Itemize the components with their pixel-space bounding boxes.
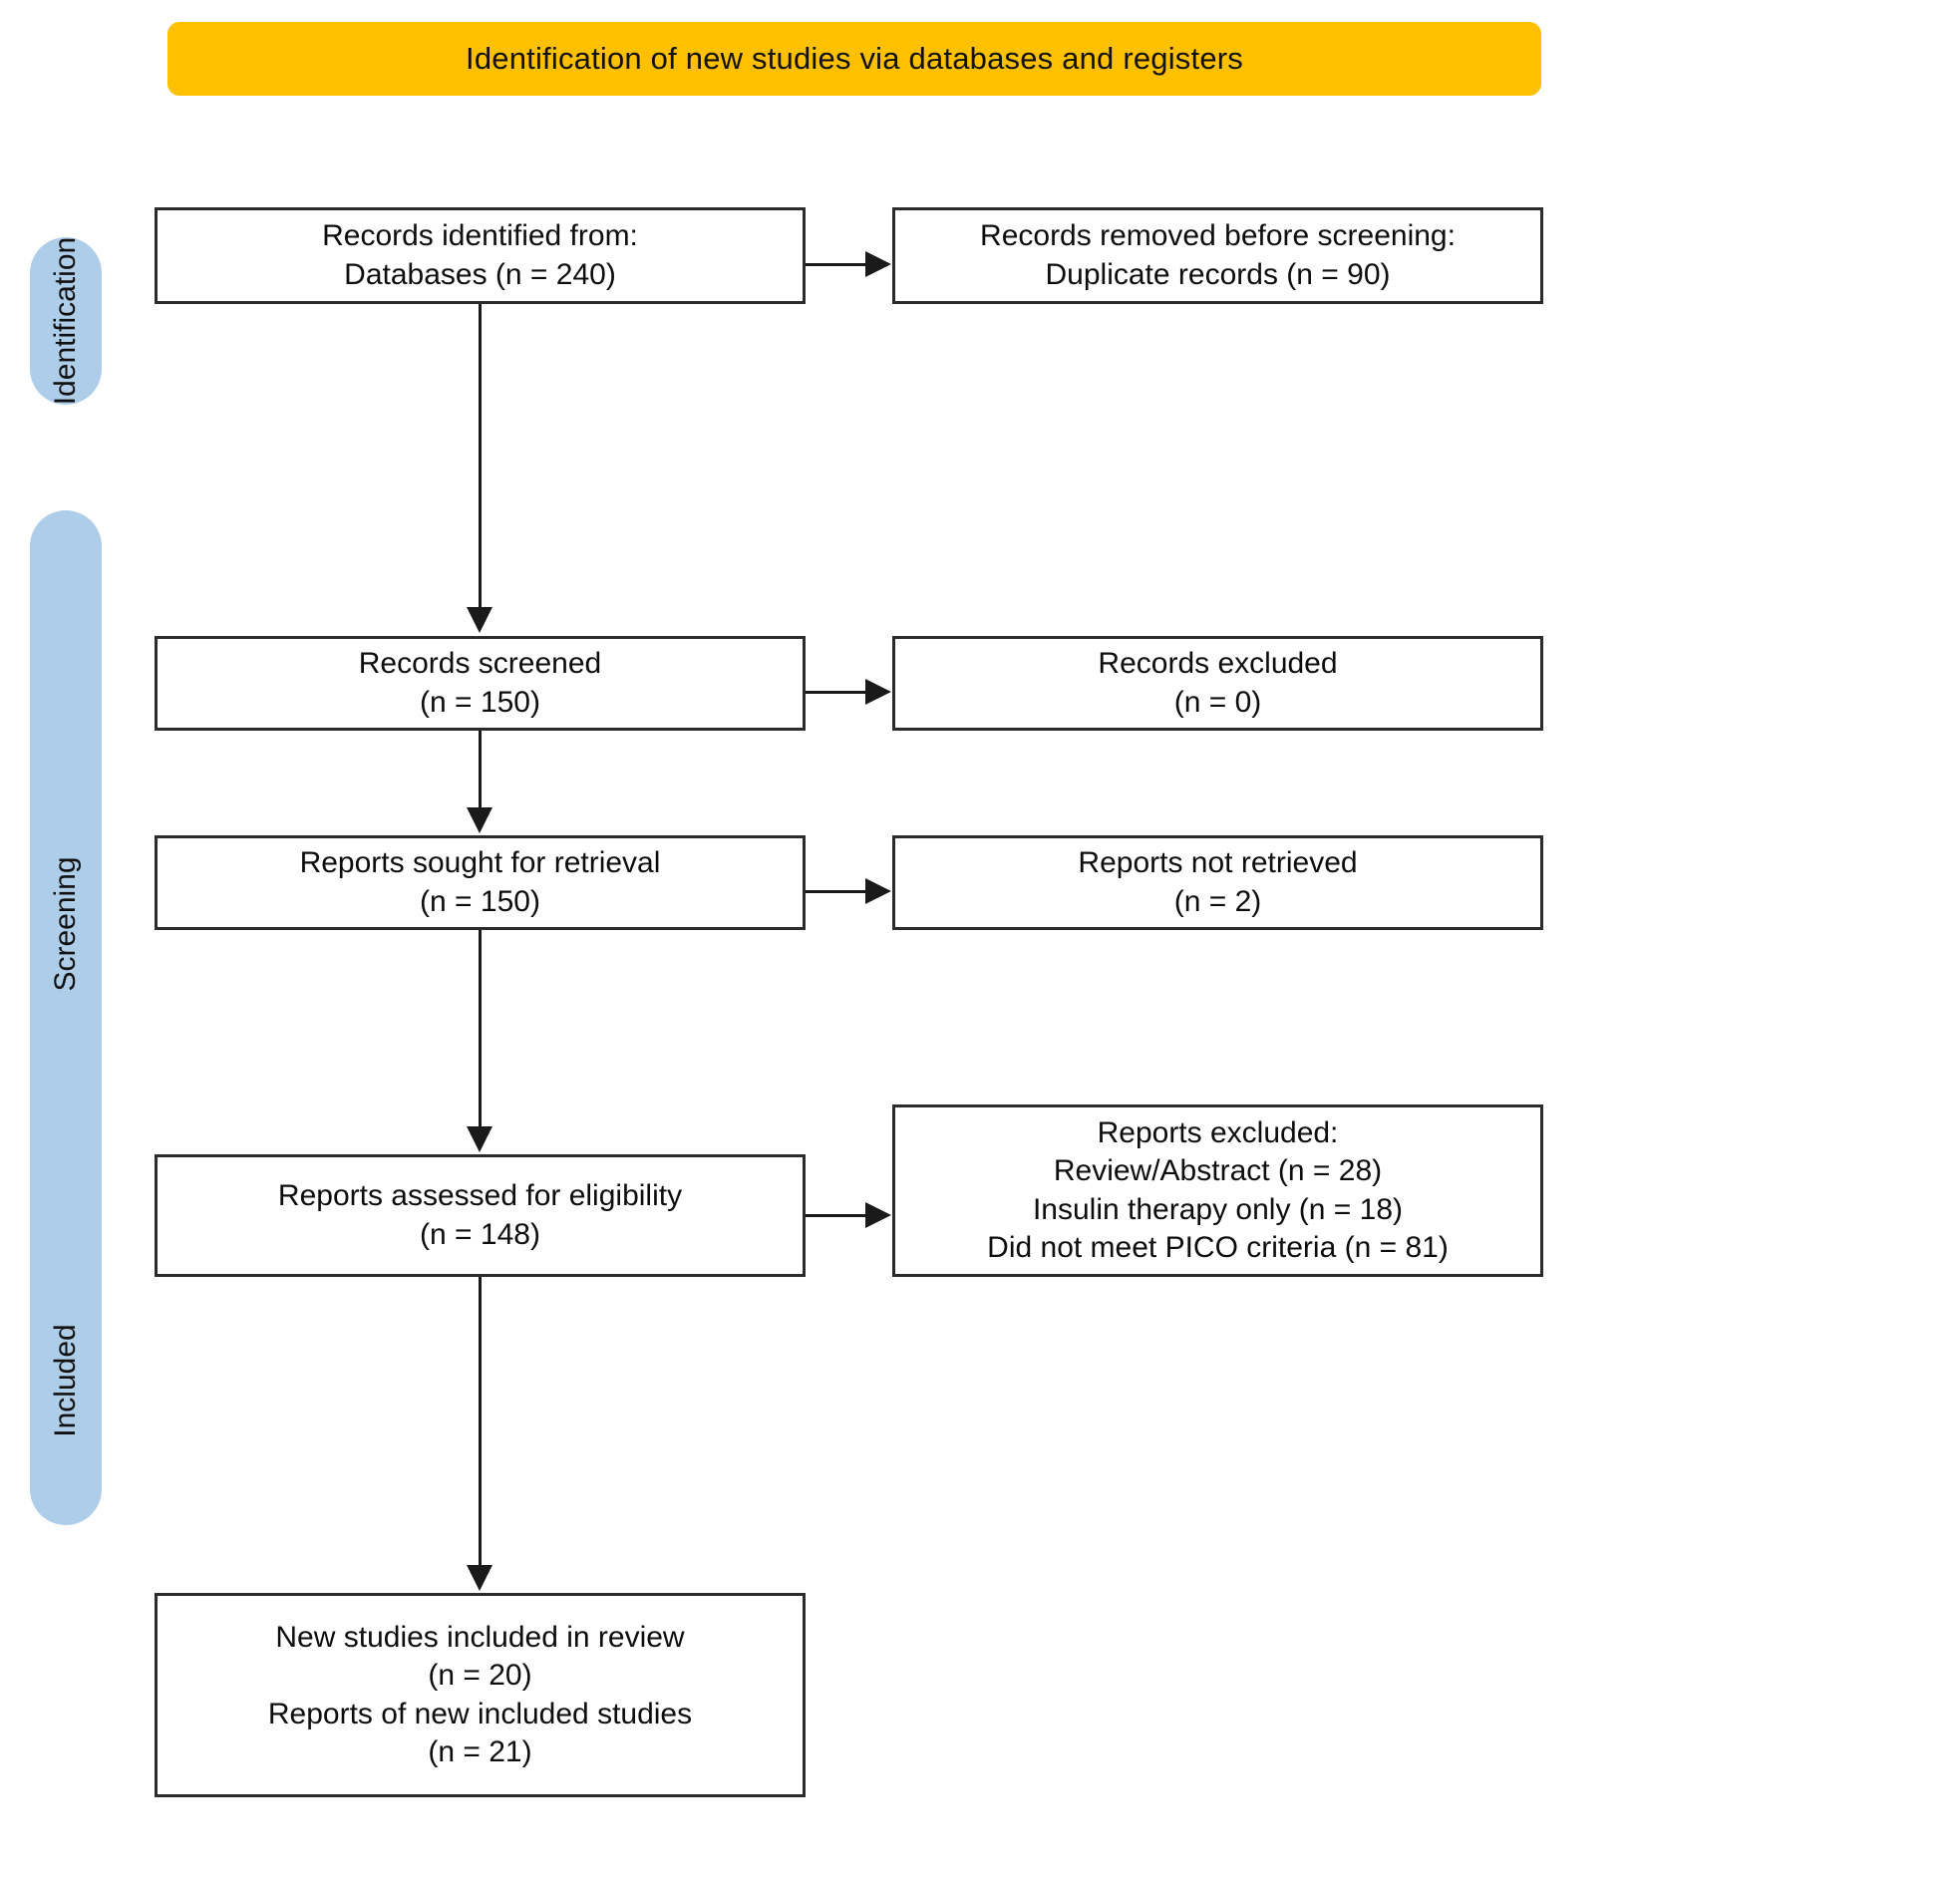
edge-assessed-to-reports-excluded (806, 1214, 867, 1217)
edge-identified-to-screened (479, 304, 482, 609)
node-line-2: (n = 20) (428, 1659, 532, 1693)
node-reports-excluded: Reports excluded: Review/Abstract (n = 2… (892, 1104, 1543, 1277)
node-line-2: Review/Abstract (n = 28) (1053, 1154, 1383, 1188)
node-records-removed: Records removed before screening: Duplic… (892, 207, 1543, 304)
node-reports-assessed: Reports assessed for eligibility (n = 14… (155, 1154, 806, 1277)
node-line-3: Insulin therapy only (n = 18) (1032, 1192, 1404, 1226)
node-line-1: Reports sought for retrieval (299, 846, 661, 880)
node-line-1: Records excluded (1098, 647, 1338, 681)
node-line-2: (n = 2) (1173, 884, 1262, 918)
edge-sought-to-assessed (479, 930, 482, 1128)
edge-assessed-to-included (479, 1277, 482, 1567)
arrowhead-down-screened (467, 607, 492, 633)
node-records-identified: Records identified from: Databases (n = … (155, 207, 806, 304)
node-line-2: Duplicate records (n = 90) (1045, 257, 1391, 291)
arrowhead-down-included (467, 1565, 492, 1591)
node-reports-not-retrieved: Reports not retrieved (n = 2) (892, 835, 1543, 930)
stage-pill-included: Included (30, 1236, 102, 1525)
edge-screened-to-sought (479, 731, 482, 809)
arrowhead-down-assessed (467, 1126, 492, 1152)
stage-label-identification: Identification (49, 236, 82, 406)
edge-identified-to-removed (806, 263, 867, 266)
arrowhead-right-excluded (865, 679, 891, 705)
node-line-4: (n = 21) (428, 1734, 532, 1768)
node-line-2: (n = 150) (420, 884, 540, 918)
node-line-3: Reports of new included studies (267, 1697, 693, 1730)
node-line-1: Records screened (358, 647, 602, 681)
arrowhead-down-sought (467, 807, 492, 833)
banner-title: Identification of new studies via databa… (466, 41, 1243, 76)
stage-pill-identification: Identification (30, 237, 102, 405)
node-line-1: Reports not retrieved (1078, 846, 1358, 880)
node-line-4: Did not meet PICO criteria (n = 81) (987, 1230, 1449, 1264)
node-line-2: Databases (n = 240) (344, 257, 616, 291)
node-line-1: Records removed before screening: (980, 219, 1456, 253)
node-line-1: Reports excluded: (1097, 1115, 1339, 1149)
node-line-2: (n = 0) (1173, 685, 1262, 719)
arrowhead-right-reports-excluded (865, 1202, 891, 1228)
node-records-excluded: Records excluded (n = 0) (892, 636, 1543, 731)
node-records-screened: Records screened (n = 150) (155, 636, 806, 731)
node-line-1: Records identified from: (322, 219, 638, 253)
arrowhead-right-not-retrieved (865, 878, 891, 904)
stage-pill-screening: Screening (30, 510, 102, 1338)
node-line-2: (n = 150) (420, 685, 540, 719)
node-line-1: Reports assessed for eligibility (277, 1179, 683, 1213)
edge-sought-to-not-retrieved (806, 890, 867, 893)
node-studies-included: New studies included in review (n = 20) … (155, 1593, 806, 1797)
node-line-2: (n = 148) (420, 1217, 540, 1251)
stage-label-screening: Screening (49, 856, 82, 992)
arrowhead-right-removed (865, 251, 891, 277)
node-line-1: New studies included in review (275, 1620, 685, 1654)
node-reports-sought: Reports sought for retrieval (n = 150) (155, 835, 806, 930)
edge-screened-to-excluded (806, 691, 867, 694)
stage-label-included: Included (49, 1324, 82, 1437)
header-banner: Identification of new studies via databa… (167, 22, 1541, 96)
